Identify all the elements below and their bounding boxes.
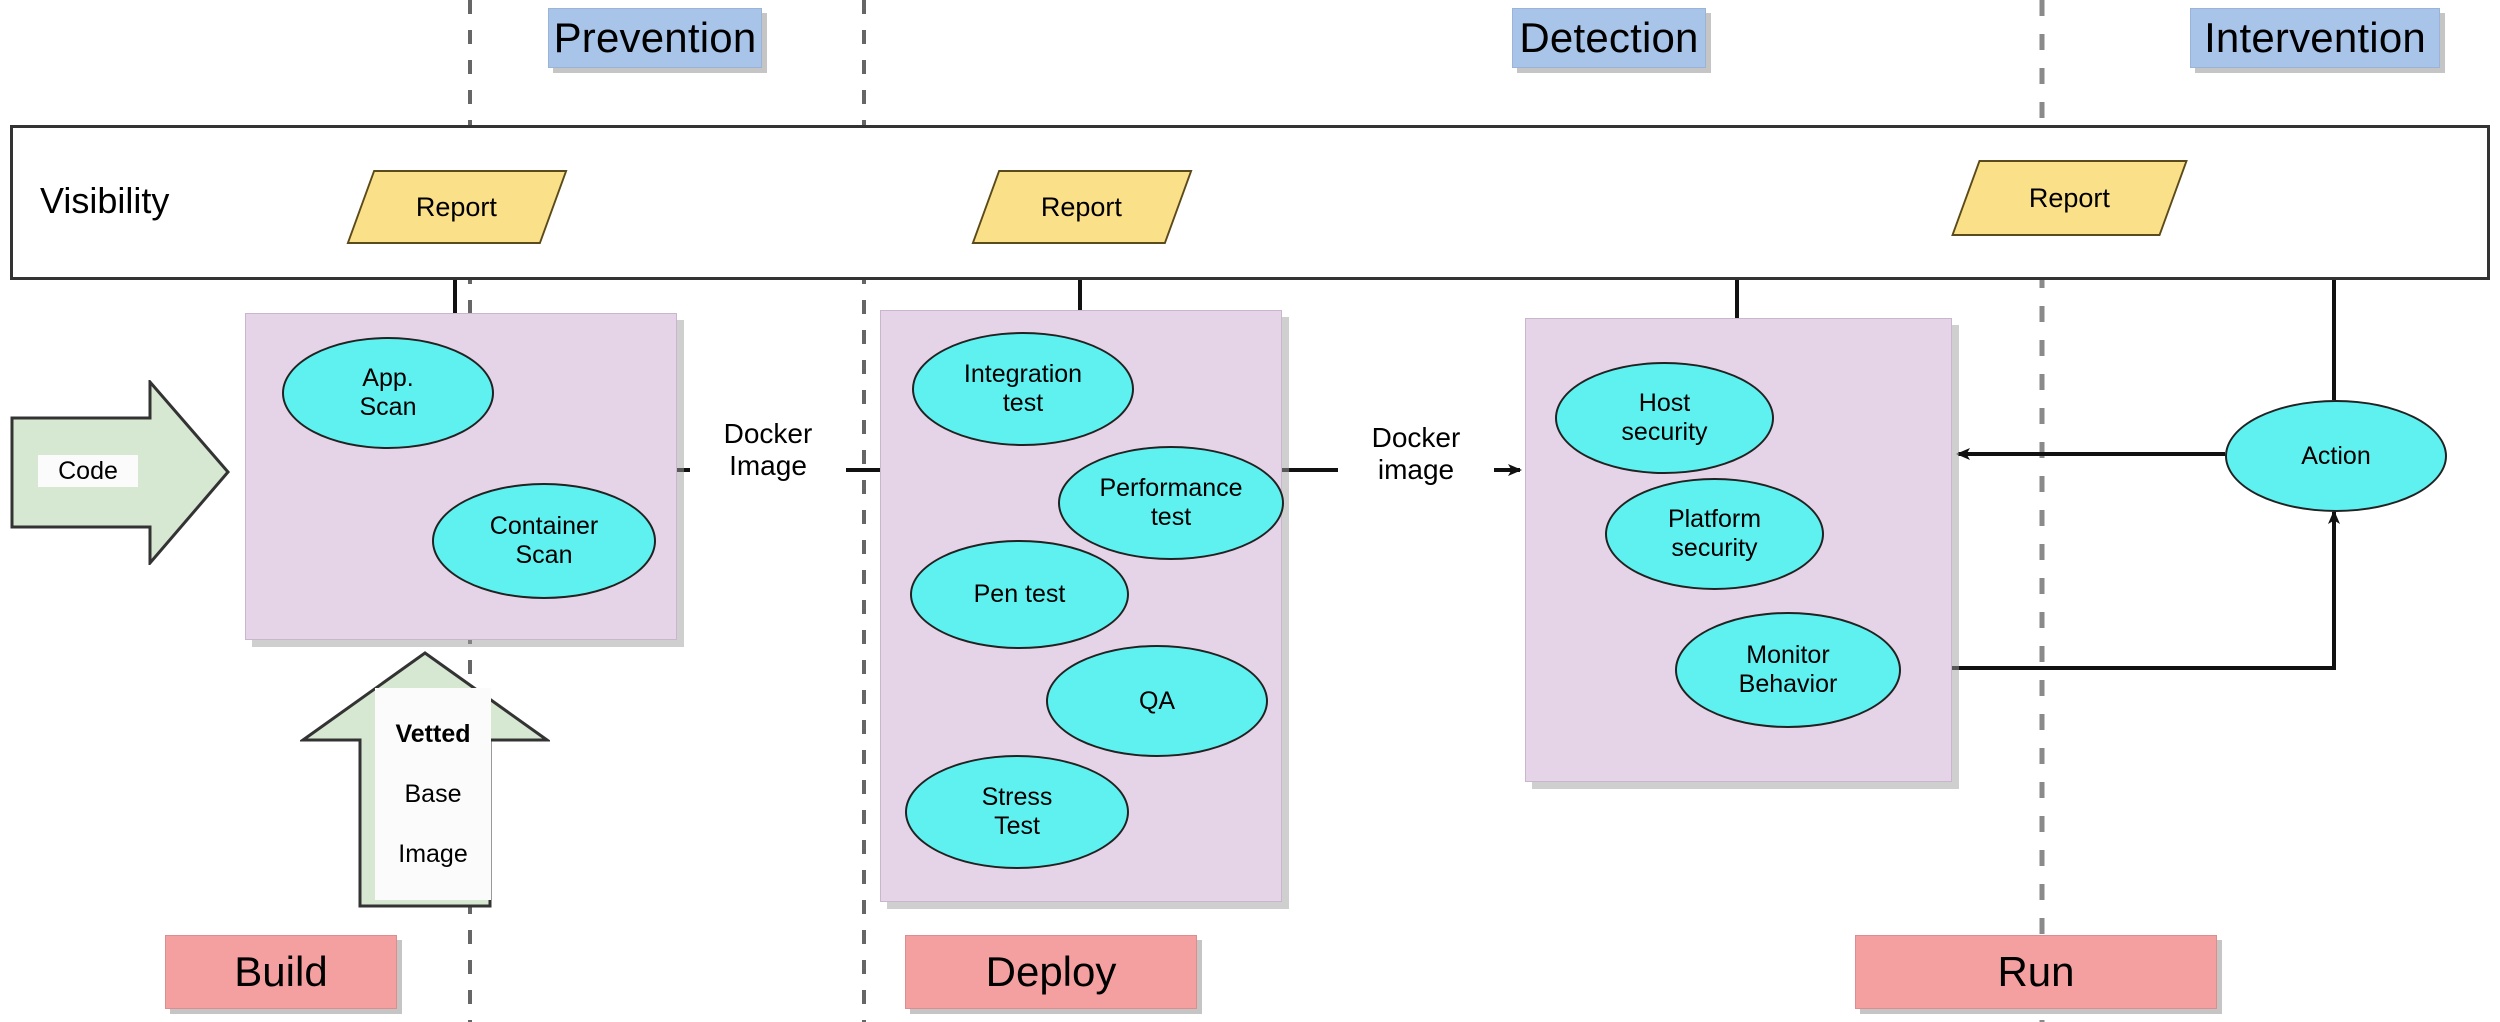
- node-integration-test-label: Integration test: [963, 360, 1083, 417]
- base-image-line-1: Vetted: [395, 720, 471, 748]
- edge-label-docker-image-build-deploy: Docker Image: [690, 418, 846, 483]
- base-image-line-2: Base: [404, 780, 462, 808]
- node-qa-label: QA: [1138, 686, 1176, 715]
- report-deploy-label: Report: [1041, 191, 1123, 222]
- phase-banner-detection: Detection: [1512, 8, 1706, 68]
- node-stress-test-label: Stress Test: [981, 783, 1053, 840]
- phase-banner-prevention: Prevention: [548, 8, 762, 68]
- node-monitor-behavior: Monitor Behavior: [1675, 612, 1901, 728]
- node-app-scan: App. Scan: [282, 337, 494, 449]
- stage-banner-build: Build: [165, 935, 397, 1009]
- node-monitor-behavior-label: Monitor Behavior: [1738, 641, 1838, 698]
- phase-label-intervention: Intervention: [2204, 14, 2426, 61]
- stage-label-deploy: Deploy: [985, 948, 1117, 995]
- report-build-label: Report: [416, 191, 498, 222]
- node-action: Action: [2225, 400, 2447, 512]
- report-build: Report: [346, 170, 568, 244]
- node-action-label: Action: [2301, 441, 2371, 470]
- node-host-security-label: Host security: [1621, 389, 1708, 446]
- stage-banner-run: Run: [1855, 935, 2217, 1009]
- node-integration-test: Integration test: [912, 332, 1134, 446]
- node-platform-security: Platform security: [1605, 478, 1824, 590]
- stage-label-build: Build: [234, 948, 328, 995]
- base-image-arrow-text-block: Vetted Base Image: [375, 688, 491, 900]
- phase-label-detection: Detection: [1519, 14, 1699, 61]
- edge-label-docker-image-deploy-run: Docker image: [1338, 422, 1494, 487]
- visibility-label: Visibility: [40, 180, 170, 221]
- stage-banner-deploy: Deploy: [905, 935, 1197, 1009]
- node-host-security: Host security: [1555, 362, 1774, 474]
- node-platform-security-label: Platform security: [1667, 505, 1762, 562]
- edge-monitor-to-action: [1895, 510, 2340, 670]
- node-container-scan: Container Scan: [432, 483, 656, 599]
- report-deploy: Report: [971, 170, 1193, 244]
- node-performance-test-label: Performance test: [1099, 474, 1243, 531]
- report-detection-label: Report: [2028, 182, 2111, 213]
- base-image-line-3: Image: [398, 840, 468, 868]
- node-pen-test: Pen test: [910, 540, 1129, 649]
- node-stress-test: Stress Test: [905, 755, 1129, 869]
- node-app-scan-label: App. Scan: [359, 364, 417, 421]
- node-pen-test-label: Pen test: [973, 580, 1066, 609]
- node-container-scan-label: Container Scan: [489, 512, 599, 569]
- stage-label-run: Run: [1997, 948, 2075, 995]
- node-performance-test: Performance test: [1058, 446, 1284, 560]
- node-qa: QA: [1046, 645, 1268, 757]
- phase-banner-intervention: Intervention: [2190, 8, 2440, 68]
- code-arrow-label: Code: [38, 455, 138, 487]
- report-detection: Report: [1951, 160, 2188, 236]
- phase-label-prevention: Prevention: [553, 14, 757, 61]
